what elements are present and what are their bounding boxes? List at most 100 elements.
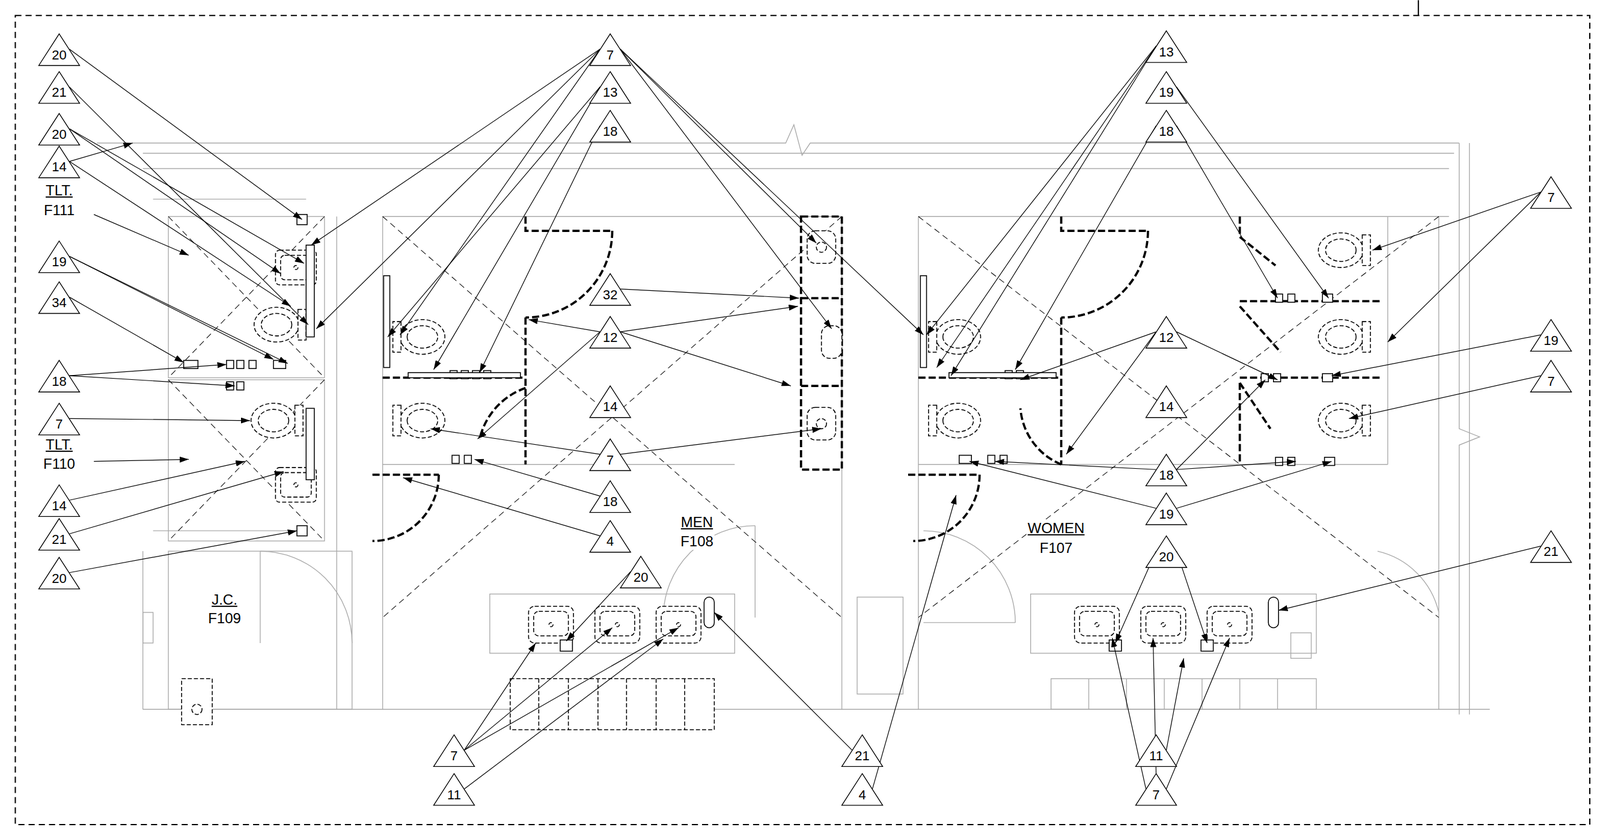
- plumbing-fixture: [676, 622, 681, 627]
- callout-number: 19: [1543, 333, 1558, 349]
- plumbing-fixture: [928, 405, 938, 436]
- callout-number: 7: [55, 417, 63, 432]
- callout-anchor: 20: [51, 571, 67, 587]
- room-label: F111: [42, 202, 76, 219]
- plumbing-fixture: [393, 403, 446, 439]
- callout-triangle: [589, 385, 631, 418]
- callout-anchor: 18: [602, 494, 618, 510]
- leader-line: [969, 461, 1157, 509]
- callout-number: 18: [602, 494, 618, 510]
- partition: [912, 474, 980, 541]
- room-diagonal: [168, 216, 325, 378]
- room-label: TLT.: [44, 436, 74, 453]
- callout-triangle: [842, 735, 883, 767]
- plumbing-fixture: [181, 230, 1371, 730]
- callout-number: 14: [51, 498, 67, 514]
- callout-number: 12: [1158, 330, 1174, 346]
- wall-line: [1088, 678, 1278, 710]
- callout-number: 13: [602, 85, 618, 100]
- wall-line: [382, 464, 1388, 465]
- toilet-accessory: [408, 372, 521, 378]
- callout-triangle: [1530, 319, 1572, 352]
- leader-line: [994, 461, 1156, 471]
- callout-anchor: 18: [51, 374, 67, 389]
- wall-line: [1468, 143, 1470, 715]
- leader-line: [311, 49, 600, 246]
- callout-anchor: 7: [1547, 190, 1555, 205]
- plumbing-fixture: [393, 319, 446, 355]
- toilet-accessory: [703, 596, 715, 628]
- callout-anchor: 19: [1158, 85, 1174, 100]
- callout-triangle: [589, 273, 631, 306]
- plumbing-fixture: [1318, 319, 1364, 355]
- callout-triangle: [1146, 71, 1188, 104]
- leader-line: [620, 49, 817, 244]
- callout-number: 4: [858, 787, 866, 802]
- leader-line: [1387, 192, 1542, 343]
- callout-triangle: [433, 735, 475, 767]
- callout-anchor: 7: [1547, 374, 1555, 389]
- leader-line: [936, 46, 1156, 368]
- callout-triangle: [39, 113, 80, 146]
- wall-line: [1459, 143, 1480, 715]
- callout-anchor: 7: [606, 453, 614, 468]
- callout-number: 20: [51, 127, 67, 142]
- leader-line: [69, 530, 297, 573]
- leader-line: [464, 627, 679, 751]
- callout-triangle: [589, 480, 631, 513]
- toilet-accessory: [1108, 640, 1121, 652]
- toilet-accessory: [236, 360, 245, 370]
- wall-line: [857, 596, 903, 694]
- leader-line: [620, 306, 798, 332]
- callout-anchor: 21: [1543, 544, 1558, 559]
- plumbing-fixture: [935, 403, 981, 439]
- partition: [1239, 301, 1384, 378]
- plumbing-fixture: [528, 606, 574, 644]
- callout-anchor: 11: [447, 787, 462, 802]
- leader-line: [1066, 331, 1156, 455]
- callout-triangle: [842, 773, 883, 806]
- wall-line: [336, 216, 383, 710]
- wall-line: [96, 124, 1490, 715]
- plumbing-fixture: [406, 325, 438, 349]
- callout-number: 18: [1158, 468, 1174, 483]
- leader-line: [69, 49, 302, 220]
- callout-anchor: 18: [1158, 468, 1174, 483]
- plumbing-fixture: [1095, 622, 1100, 627]
- toilet-accessory: [1275, 457, 1283, 466]
- plumbing-fixture: [928, 319, 981, 355]
- toilet-accessory: [305, 408, 315, 480]
- wall-line: [842, 216, 919, 710]
- callout-triangle: [1146, 30, 1188, 63]
- callout-number: 19: [51, 254, 67, 270]
- callout-anchor: 12: [1158, 330, 1174, 346]
- leader-line: [387, 87, 600, 338]
- plumbing-fixture: [295, 405, 304, 436]
- callout-anchor: 14: [1158, 399, 1174, 415]
- leader-line: [1176, 461, 1332, 509]
- toilet-accessory: [1275, 293, 1283, 303]
- toilet-accessory: [296, 525, 308, 537]
- toilet-accessory: [1322, 293, 1333, 303]
- room-label-anchor: F108: [679, 533, 715, 550]
- callout-anchor: 4: [858, 787, 866, 802]
- callout-number: 21: [854, 748, 870, 764]
- leader-line: [566, 571, 631, 641]
- plumbing-fixture: [816, 418, 827, 429]
- partition: [1239, 216, 1276, 266]
- plumbing-fixture: [400, 403, 446, 439]
- plumbing-fixture: [928, 321, 938, 353]
- callout-number: 14: [51, 159, 67, 175]
- callout-number: 19: [1158, 507, 1174, 522]
- callout-anchor: 18: [602, 124, 618, 139]
- callout-triangle: [1135, 773, 1177, 806]
- callout-triangle: [589, 520, 631, 553]
- partition: [908, 473, 980, 477]
- callout-number: 20: [51, 571, 67, 587]
- callout-number: 7: [606, 48, 614, 63]
- callout-anchor: 20: [1158, 549, 1174, 565]
- leader-line: [620, 331, 791, 386]
- plumbing-fixture: [928, 403, 981, 439]
- callout-triangle: [39, 518, 80, 551]
